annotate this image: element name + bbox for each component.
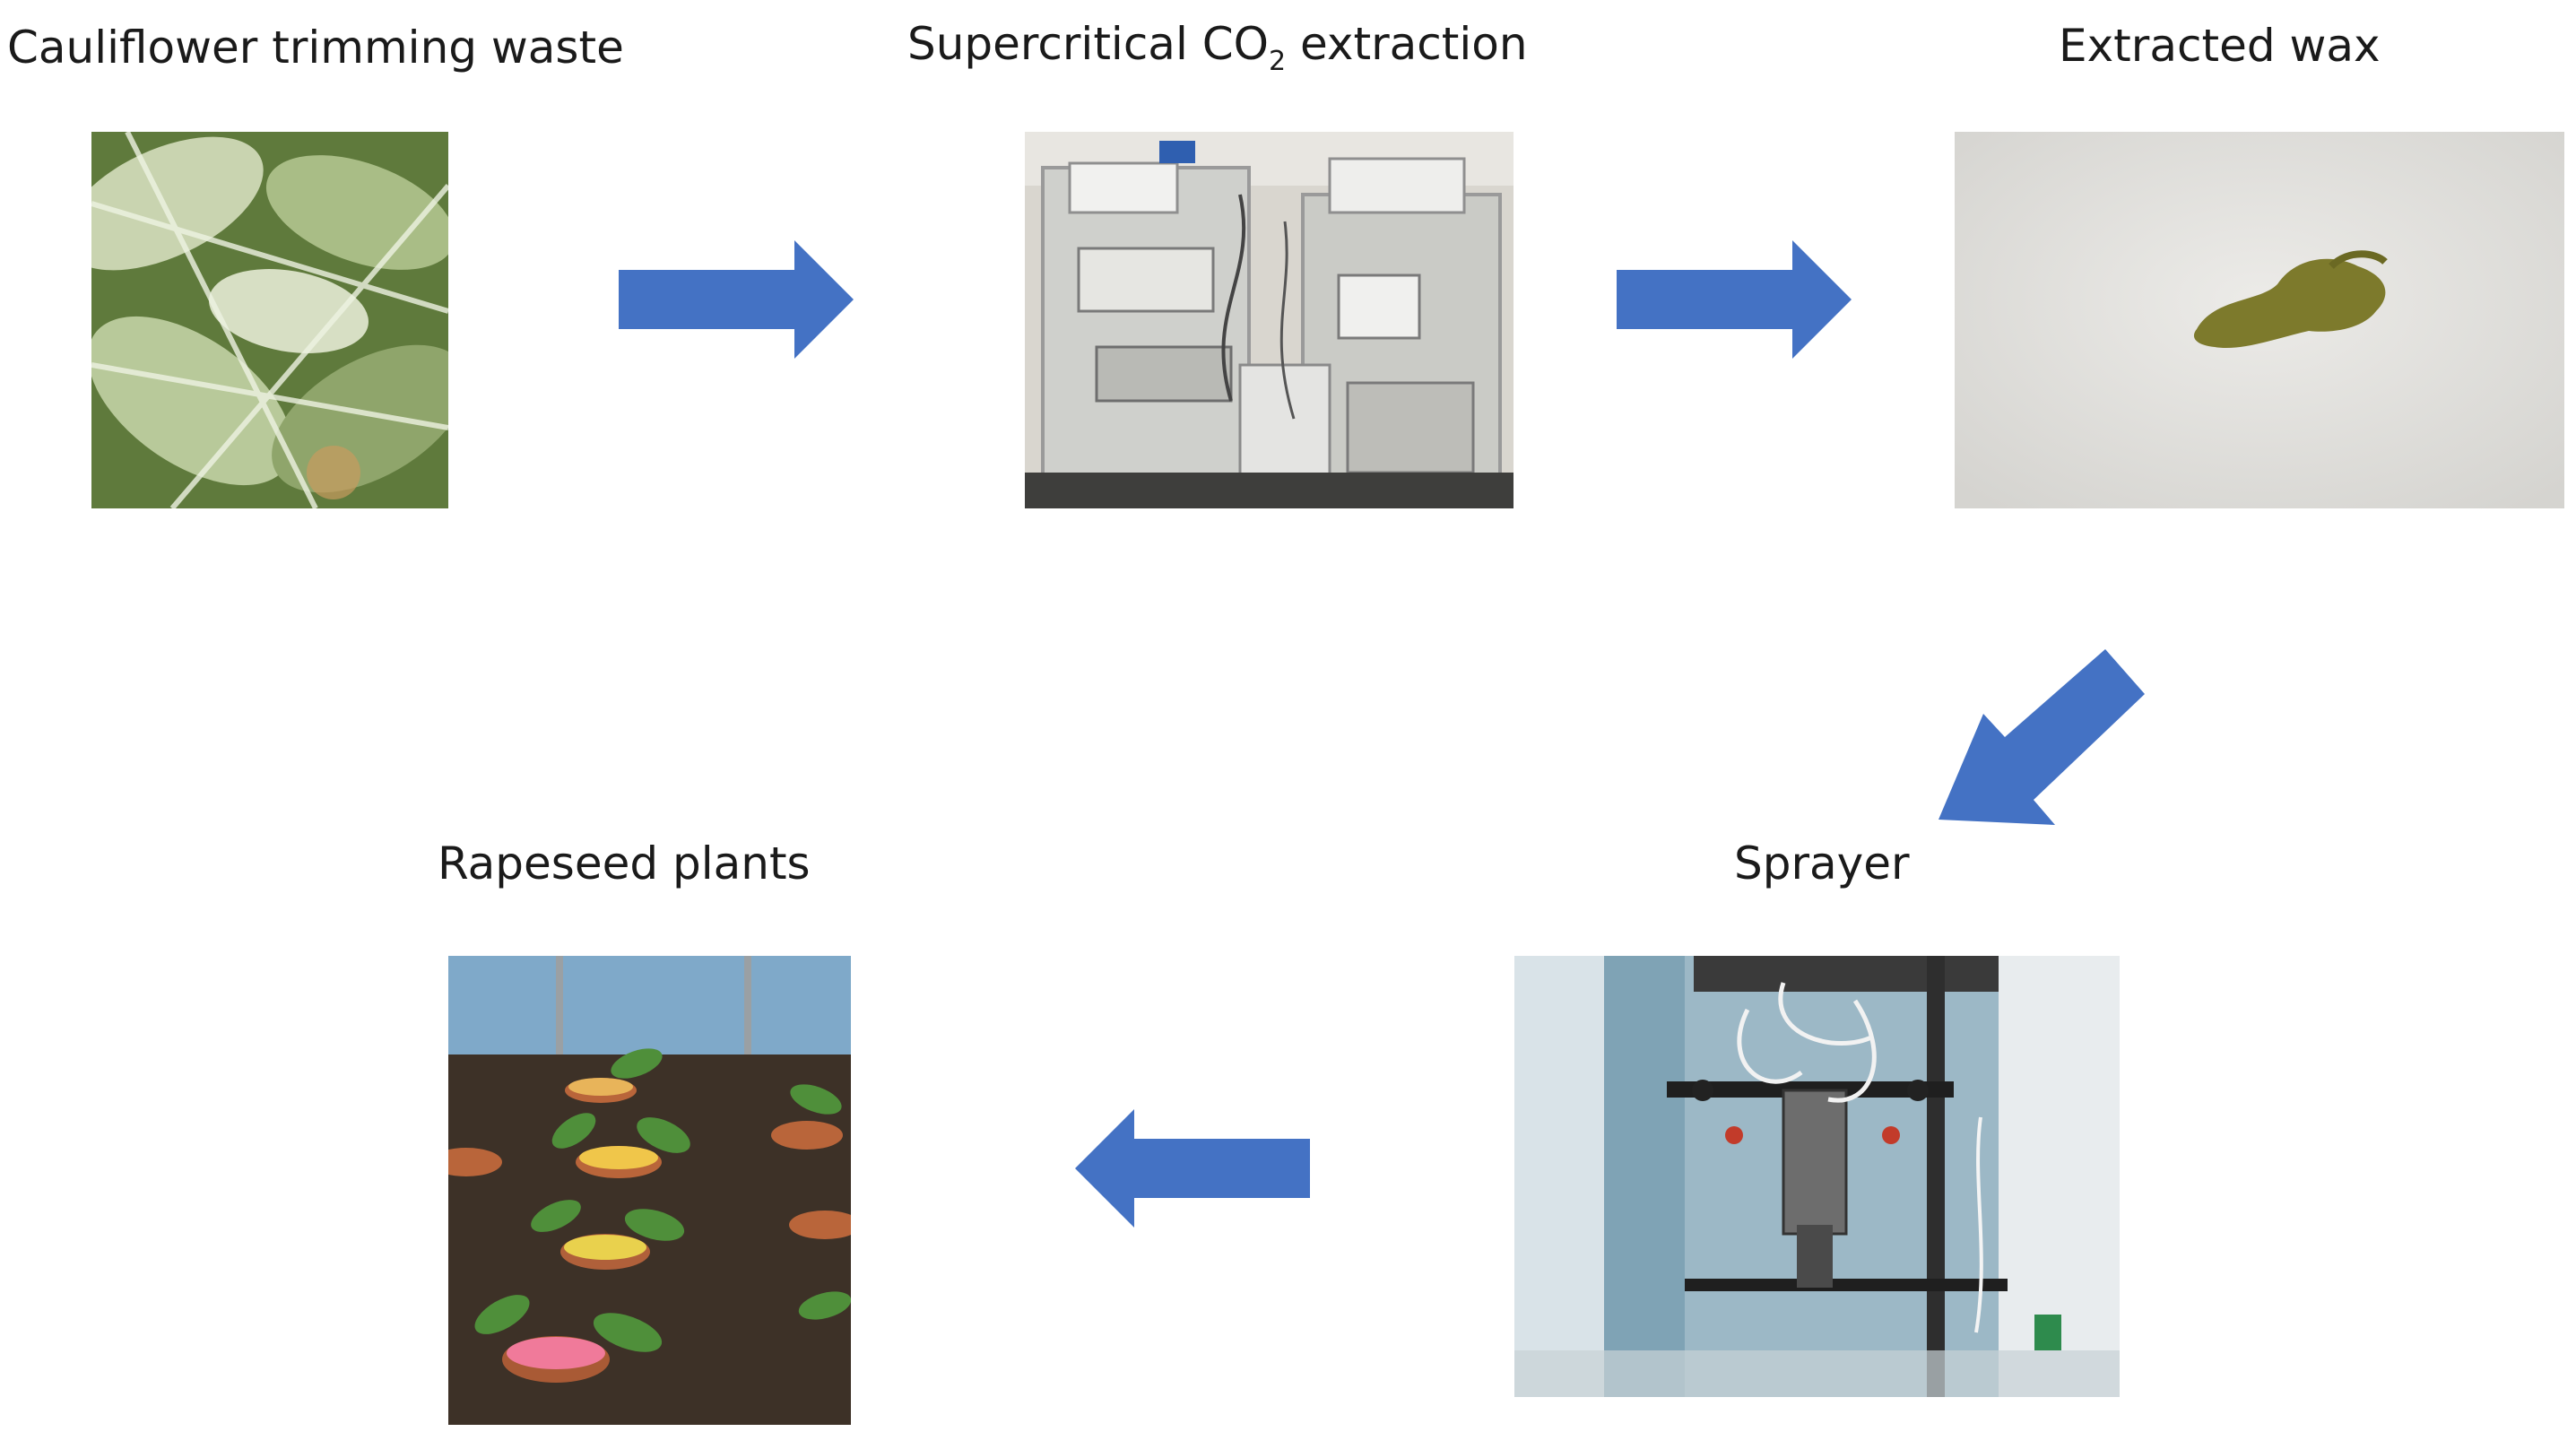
photo-cauliflower-waste xyxy=(91,132,448,508)
arrow-down-left-shape xyxy=(1939,649,2145,825)
photo-extracted-wax xyxy=(1955,132,2564,508)
photo-sprayer xyxy=(1514,956,2120,1397)
arrow-left xyxy=(1075,1109,1310,1228)
label-cauliflower: Cauliflower trimming waste xyxy=(7,22,624,74)
arrow-left-shape xyxy=(1075,1109,1310,1228)
arrow-right-1-shape xyxy=(619,240,854,359)
arrow-down-left xyxy=(1939,649,2145,829)
label-rapeseed: Rapeseed plants xyxy=(438,838,811,890)
label-extraction: Supercritical CO2 extraction xyxy=(907,18,1528,77)
label-wax: Extracted wax xyxy=(2059,20,2381,72)
photo-rapeseed-plants xyxy=(448,956,851,1425)
arrow-right-2 xyxy=(1617,240,1852,359)
photo-supercritical-extraction xyxy=(1025,132,1514,508)
arrow-right-1 xyxy=(619,240,854,359)
label-sprayer: Sprayer xyxy=(1734,838,1910,890)
arrow-right-2-shape xyxy=(1617,240,1852,359)
